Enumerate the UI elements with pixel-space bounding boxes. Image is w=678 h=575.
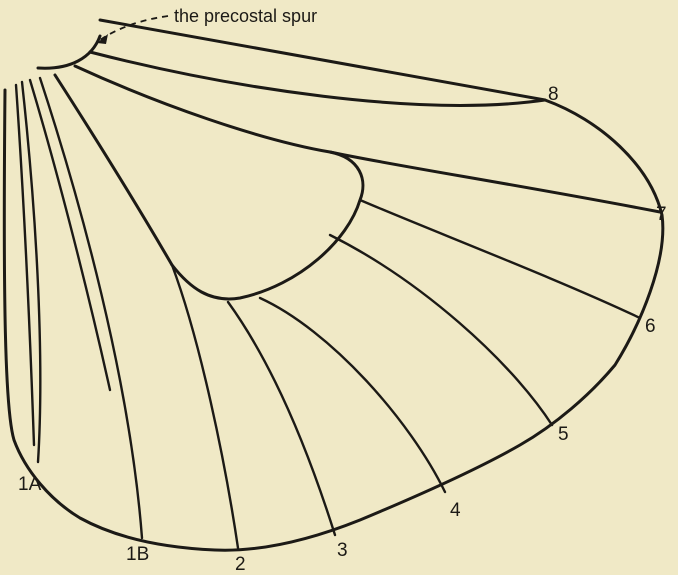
vein-5 [330,235,552,425]
discal-cell [172,152,363,299]
vein-label-1b: 1B [126,544,149,565]
radial-vein [75,66,660,212]
vein-label-5: 5 [558,424,569,445]
vein-6 [360,200,640,318]
vein-1a [22,82,40,462]
vein-label-2: 2 [235,554,246,575]
vein-label-8: 8 [548,84,559,105]
vein-label-6: 6 [645,316,656,337]
callout-leader [100,16,168,40]
vein-label-4: 4 [450,500,461,521]
precostal-spur-label: the precostal spur [174,6,317,26]
vein-label-1a: 1A [18,474,42,495]
vein-label-3: 3 [337,540,348,561]
vein-basal-1 [30,80,110,390]
vein-4 [260,298,445,492]
vein-label-7: 7 [656,204,667,225]
vein-2 [172,265,238,548]
vein-basal-2 [16,85,34,445]
